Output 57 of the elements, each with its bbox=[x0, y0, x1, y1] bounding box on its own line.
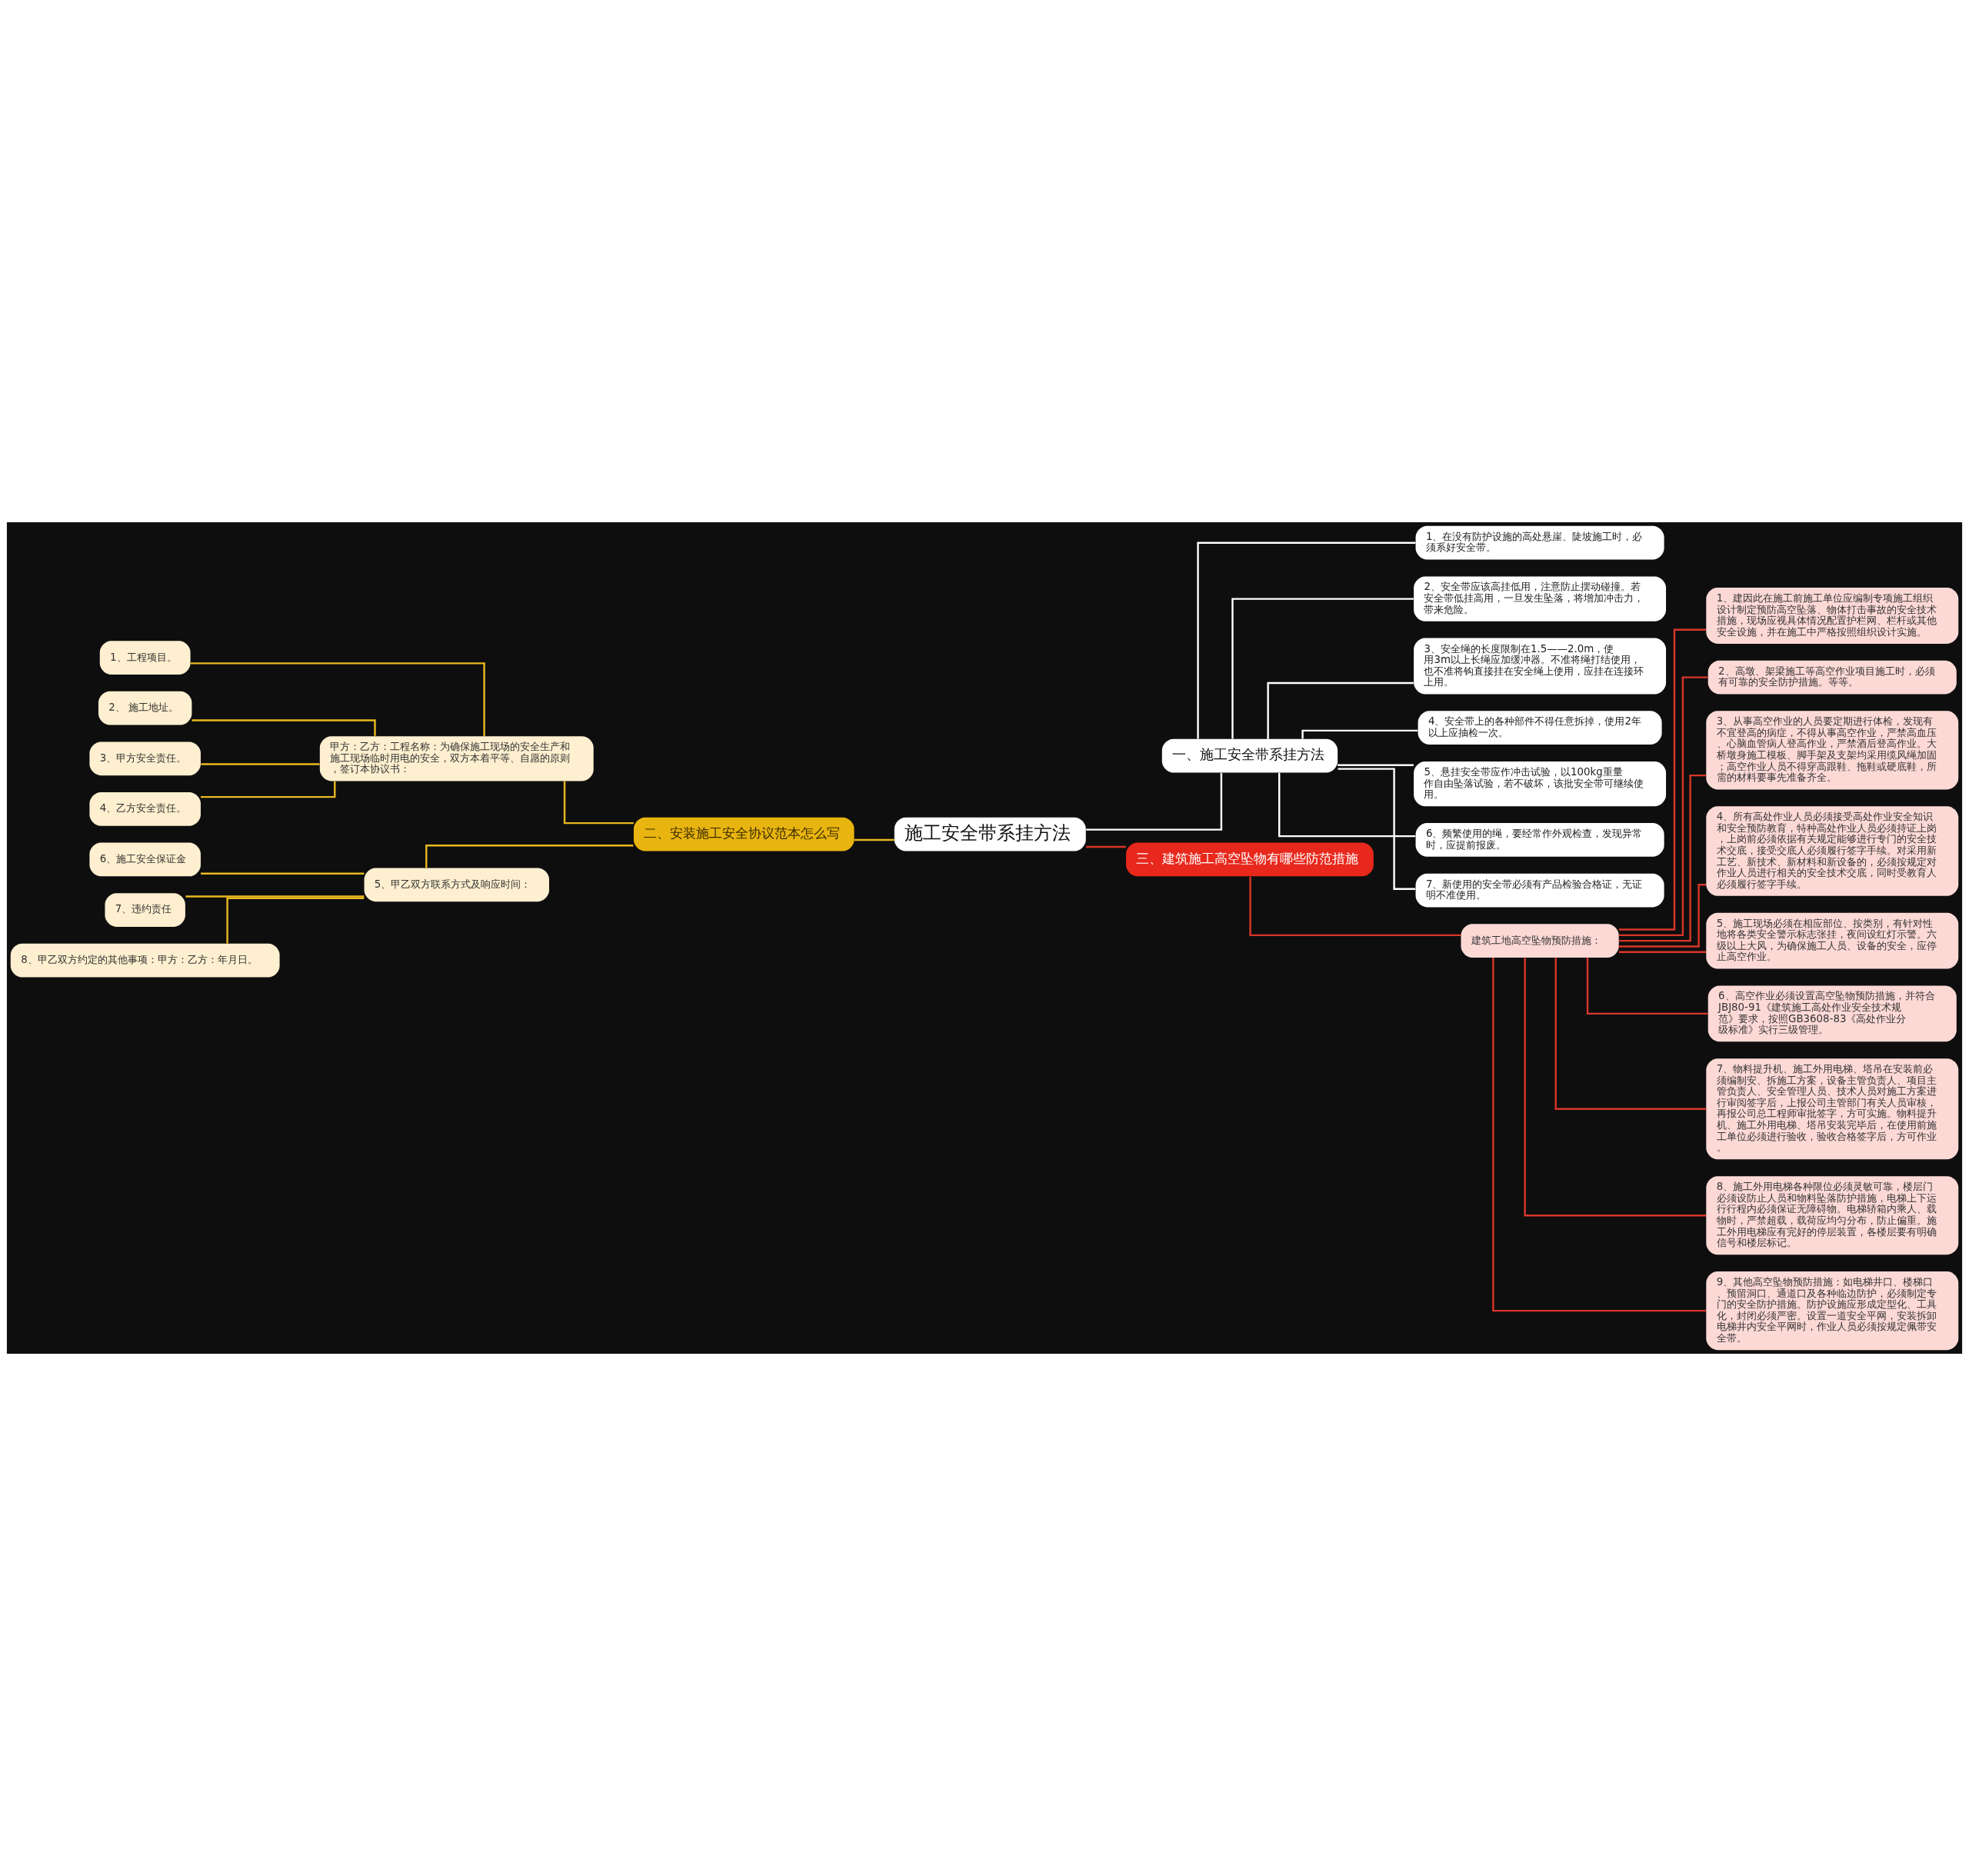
connector bbox=[1197, 541, 1416, 739]
connector bbox=[1231, 598, 1414, 739]
connector bbox=[1249, 876, 1461, 937]
connector bbox=[1618, 628, 1707, 931]
connector bbox=[226, 897, 365, 944]
node-box: 8、施工外用电梯各种限位必须灵敏可靠，楼层门必须设防止人员和物料坠落防护措施，电梯上下运行行程内必须保证无障碍物。电梯轿箱内乘人、载物时，严禁超载，载荷应均匀分布，防止偏重。施工外用电梯应有完好的停层装置，各楼层要有明确信号和楼层标记。 bbox=[1706, 1176, 1959, 1255]
connector bbox=[190, 662, 485, 736]
node-box: 甲方：乙方：工程名称：为确保施工现场的安全生产和施工现场临时用电的安全，双方本着平等、自愿的原则，签订本协议书： bbox=[319, 736, 594, 781]
node-box: 3、安全绳的长度限制在1.5——2.0m，使用3m以上长绳应加缓冲器。不准将绳打结使用，也不准将钩直接挂在安全绳上使用，应挂在连接环上用。 bbox=[1414, 638, 1667, 695]
connector bbox=[185, 895, 365, 898]
node-box: 1、工程项目。 bbox=[99, 641, 191, 675]
connector bbox=[1086, 772, 1223, 831]
node-box: 6、高空作业必须设置高空坠物预防措施，并符合JBJ80-91《建筑施工高处作业安全技术规范》要求，按照GB3608-83《高处作业分级标准》实行三级管理。 bbox=[1707, 985, 1957, 1042]
node-box: 7、物料提升机、施工外用电梯、塔吊在安装前必须编制安、拆施工方案，设备主管负责人、项目主管负责人、安全管理人员、技术人员对施工方案进行审阅签字后，上报公司主管部门有关人员审核，再报公司总工程师审批签字，方可实施。物料提升机、施工外用电梯、塔吊安装完毕后，在使用前施工单位必须进行验收，验收合格签字后，方可作业。 bbox=[1706, 1058, 1959, 1160]
connector bbox=[201, 763, 320, 765]
node-box: 二、安装施工安全协议范本怎么写 bbox=[633, 817, 855, 851]
node-box: 施工安全带系挂方法 bbox=[894, 817, 1086, 851]
node-box: 2、安全带应该高挂低用，注意防止摆动碰撞。若安全带低挂高用，一旦发生坠落，将增加冲击力，带来危险。 bbox=[1414, 576, 1667, 621]
node-box: 4、所有高处作业人员必须接受高处作业安全知识和安全预防教育，特种高处作业人员必须持证上岗，上岗前必须依据有关规定能够进行专门的安全技术交底，接受交底人必须履行签字手续。对采用新工艺、新技术、新材料和新设备的，必须按规定对作业人员进行相关的安全技术交底，同时受教育人必须履行签字手续。 bbox=[1706, 806, 1959, 896]
connector bbox=[1492, 958, 1707, 1312]
node-box: 7、违约责任 bbox=[105, 893, 185, 927]
node-box: 建筑工地高空坠物预防措施： bbox=[1461, 924, 1619, 958]
connector bbox=[1267, 681, 1414, 739]
connector bbox=[563, 781, 634, 825]
connector bbox=[192, 719, 376, 736]
node-box: 4、乙方安全责任。 bbox=[89, 792, 201, 826]
connector bbox=[1338, 764, 1414, 766]
connector bbox=[854, 838, 895, 841]
connector bbox=[1524, 958, 1706, 1217]
node-box: 5、甲乙双方联系方式及响应时间： bbox=[364, 868, 549, 902]
connector bbox=[1619, 774, 1707, 942]
node-box: 2、 施工地址。 bbox=[98, 691, 192, 725]
connector bbox=[1586, 958, 1708, 1015]
connector bbox=[201, 781, 336, 798]
node-box: 1、在没有防护设施的高处悬崖、陡坡施工时，必须系好安全带。 bbox=[1415, 525, 1664, 560]
node-box: 9、其他高空坠物预防措施：如电梯井口、楼梯口、预留洞口、通道口及各种临边防护，必须制定专门的安全防护措施。防护设施应形成定型化、工具化，封闭必须严密。设置一道安全平网，安装拆卸电梯井内安全平网时，作业人员必须按规定佩带安全带。 bbox=[1706, 1271, 1959, 1351]
node-box: 4、安全带上的各种部件不得任意拆掉，使用2年以上应抽检一次。 bbox=[1418, 711, 1662, 745]
node-box: 2、高墩、架梁施工等高空作业项目施工时，必须有可靠的安全防护措施。等等。 bbox=[1707, 660, 1957, 695]
connector bbox=[1086, 845, 1126, 848]
connector bbox=[1618, 884, 1706, 948]
node-box: 3、从事高空作业的人员要定期进行体检，发现有不宜登高的病症，不得从事高空作业，严禁高血压、心脑血管病人登高作业，严禁酒后登高作业。大桥墩身施工模板、脚手架及支架均采用缆风绳加固；高空作业人员不得穿高跟鞋、拖鞋或硬底鞋，所需的材料要事先准备齐全。 bbox=[1706, 711, 1959, 790]
node-box: 6、施工安全保证金 bbox=[89, 842, 201, 877]
node-box: 1、建因此在施工前施工单位应编制专项施工组织设计制定预防高空坠落、物体打击事故的安全技术措施，现场应视具体情况配置护栏网、栏杆或其他安全设施，并在施工中严格按照组织设计实施。 bbox=[1706, 588, 1959, 644]
connector bbox=[1618, 676, 1708, 937]
node-box: 8、甲乙双方约定的其他事项：甲方：乙方：年月日。 bbox=[10, 943, 280, 978]
connector bbox=[1278, 772, 1416, 838]
connector bbox=[201, 872, 365, 875]
node-box: 5、施工现场必须在相应部位、按类别，有针对性地将各类安全警示标志张挂，夜间设红灯示警。六级以上大风，为确保施工人员、设备的安全，应停止高空作业。 bbox=[1706, 912, 1959, 969]
node-box: 7、新使用的安全带必须有产品检验合格证，无证明不准使用。 bbox=[1415, 873, 1664, 908]
node-box: 5、悬挂安全带应作冲击试验，以100kg重量作自由坠落试验，若不破坏，该批安全带可继续使用。 bbox=[1414, 761, 1667, 807]
connector bbox=[1618, 951, 1707, 953]
connector bbox=[1301, 729, 1418, 739]
node-box: 6、频繁使用的绳，要经常作外观检查，发现异常时，应提前报废。 bbox=[1415, 823, 1664, 857]
node-box: 3、甲方安全责任。 bbox=[89, 741, 201, 776]
node-box: 一、施工安全带系挂方法 bbox=[1161, 738, 1338, 773]
node-box: 三、建筑施工高空坠物有哪些防范措施 bbox=[1126, 842, 1374, 877]
connector bbox=[1554, 958, 1707, 1110]
